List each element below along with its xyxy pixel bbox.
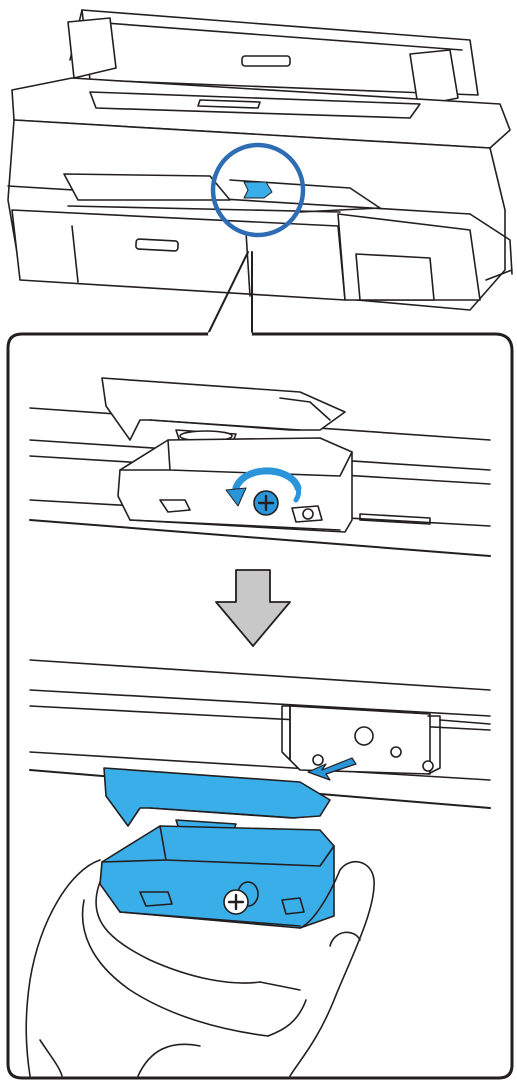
removed-cutter-unit [100,768,334,928]
printer-cutter-highlight [244,182,272,198]
screw-icon [254,491,278,515]
printer-icon [8,10,512,310]
